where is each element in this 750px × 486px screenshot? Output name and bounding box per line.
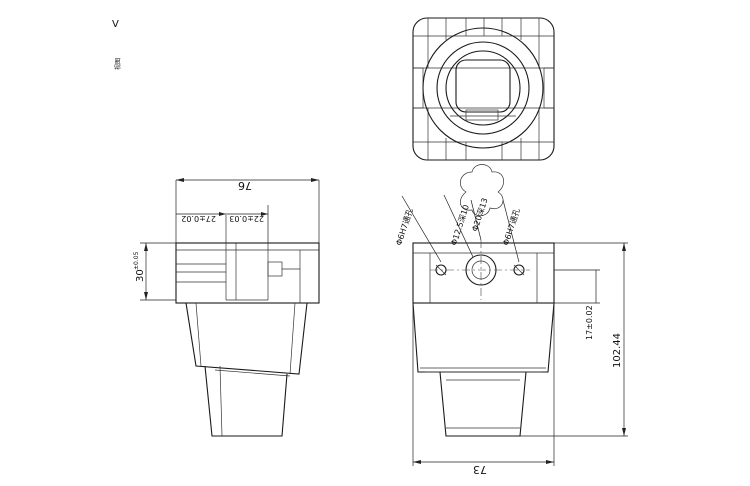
top-view xyxy=(412,17,555,161)
dim-flange-height: 30 xyxy=(135,269,146,282)
dim-hole-height: 17±0.02 xyxy=(585,305,594,340)
dim-overall-width: 76 xyxy=(238,179,252,192)
dim-overall-height: 102.44 xyxy=(612,333,623,368)
dim-bore-depth-1: 27±0.02 xyxy=(181,214,216,223)
title-block: 视图 V xyxy=(112,19,122,70)
callout-hole-1: Φ6H7通孔 xyxy=(393,207,414,247)
callout-hole-4: Φ6H7通孔 xyxy=(500,207,521,247)
callout-hole-2: Φ12.5深10 xyxy=(449,204,471,247)
callout-hole-3: Φ20深13 xyxy=(470,197,489,233)
view-label: 视图 xyxy=(114,58,122,70)
dim-bore-depth-2: 22±0.03 xyxy=(229,214,264,223)
view-mark: V xyxy=(112,19,119,30)
front-view xyxy=(401,164,628,466)
side-view xyxy=(140,178,320,437)
dim-flange-height-tol: ±0.05 xyxy=(133,251,140,270)
dim-bottom-width: 73 xyxy=(473,463,487,476)
